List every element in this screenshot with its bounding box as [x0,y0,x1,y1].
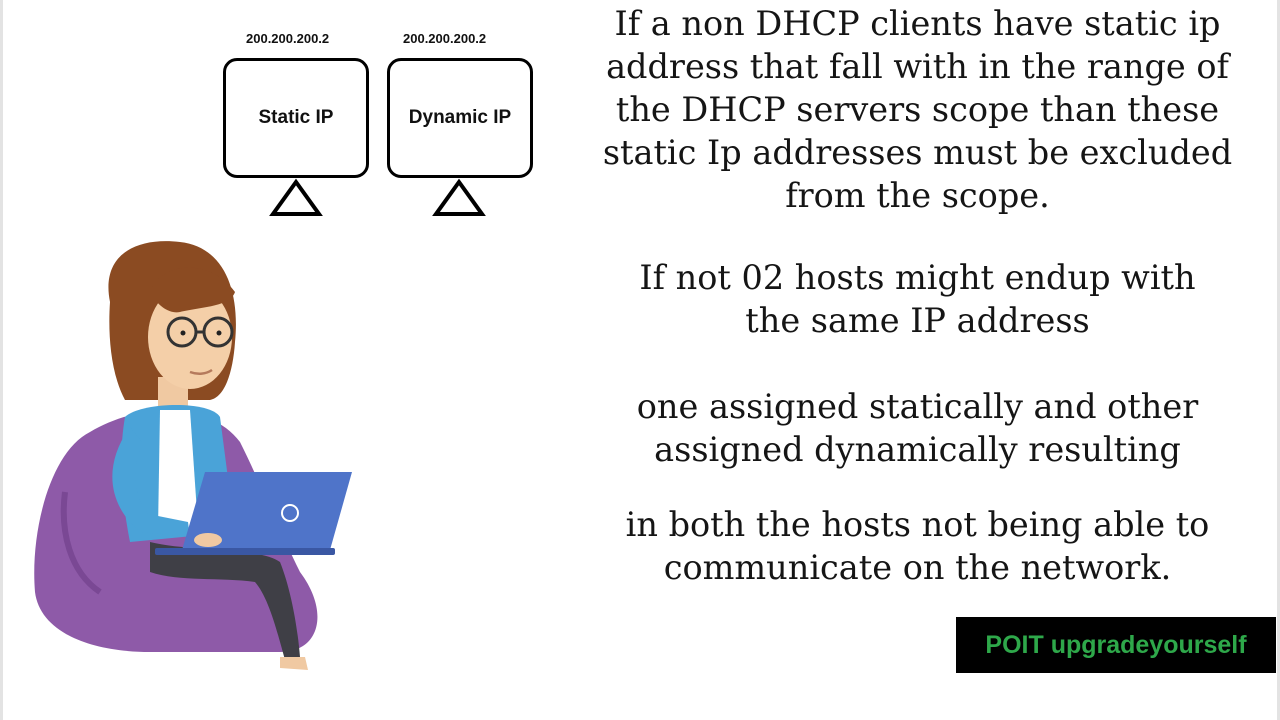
static-ip-address: 200.200.200.2 [246,31,330,46]
frame-edge-right [1277,0,1280,720]
dynamic-ip-address: 200.200.200.2 [403,31,487,46]
explanation-paragraph-2: If not 02 hosts might endup with the sam… [639,258,1196,340]
dynamic-ip-label: Dynamic IP [408,107,512,128]
static-ip-monitor: Static IP [223,58,369,178]
static-ip-label: Static IP [258,107,334,128]
woman-with-laptop-illustration [34,241,352,670]
dynamic-ip-monitor: Dynamic IP [387,58,533,178]
monitor-stand-icon [269,178,323,216]
frame-edge-left [0,0,3,720]
monitor-stand-icon [432,178,486,216]
explanation-paragraph-3: one assigned statically and other assign… [636,387,1199,469]
watermark-text: POIT upgradeyourself [985,630,1247,659]
explanation-paragraph-1: If a non DHCP clients have static ip add… [602,4,1233,215]
channel-watermark: POIT upgradeyourself [956,617,1276,673]
explanation-paragraph-4: in both the hosts not being able to comm… [625,505,1210,587]
